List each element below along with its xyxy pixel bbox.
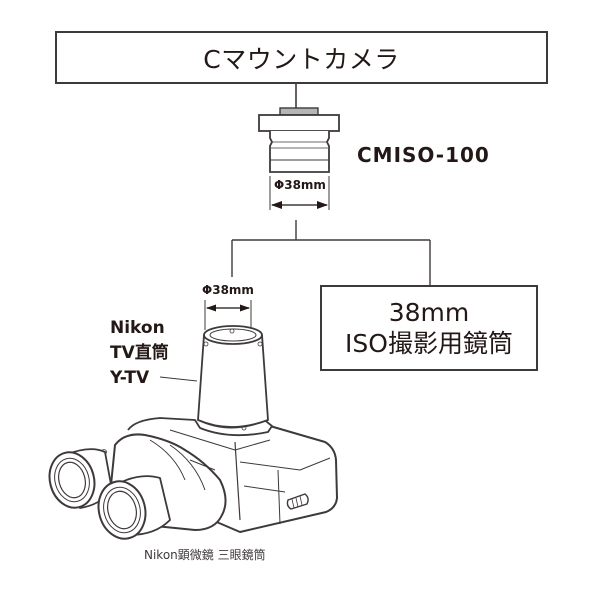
trinocular-head-drawing xyxy=(48,325,338,540)
branch-lines xyxy=(231,220,431,285)
tube-label-leader xyxy=(159,376,198,382)
iso-tube-box: 38mm ISO撮影用鏡筒 xyxy=(320,285,538,371)
dimension-arrow-tube xyxy=(204,300,252,330)
c-mount-camera-label: Cマウントカメラ xyxy=(203,44,400,74)
side-knob-drawing xyxy=(286,493,309,510)
iso-tube-line1: 38mm xyxy=(388,298,470,327)
microscope-caption: Nikon顕微鏡 三眼鏡筒 xyxy=(144,548,266,562)
tube-label: Nikon TV直筒 Y-TV xyxy=(110,316,169,391)
adapter-model-label: CMISO-100 xyxy=(357,143,490,167)
iso-tube-line2: ISO撮影用鏡筒 xyxy=(345,329,513,358)
adapter-diameter-label: Φ38mm xyxy=(274,178,326,192)
tube-diameter-label: Φ38mm xyxy=(202,283,254,297)
dimension-arrow-adapter xyxy=(269,176,330,210)
c-mount-adapter-drawing xyxy=(258,107,340,173)
tube-label-model: Y-TV xyxy=(110,368,150,388)
tube-label-type: TV直筒 xyxy=(110,343,169,363)
c-mount-camera-box: Cマウントカメラ xyxy=(55,31,548,84)
tube-label-brand: Nikon xyxy=(110,318,165,338)
